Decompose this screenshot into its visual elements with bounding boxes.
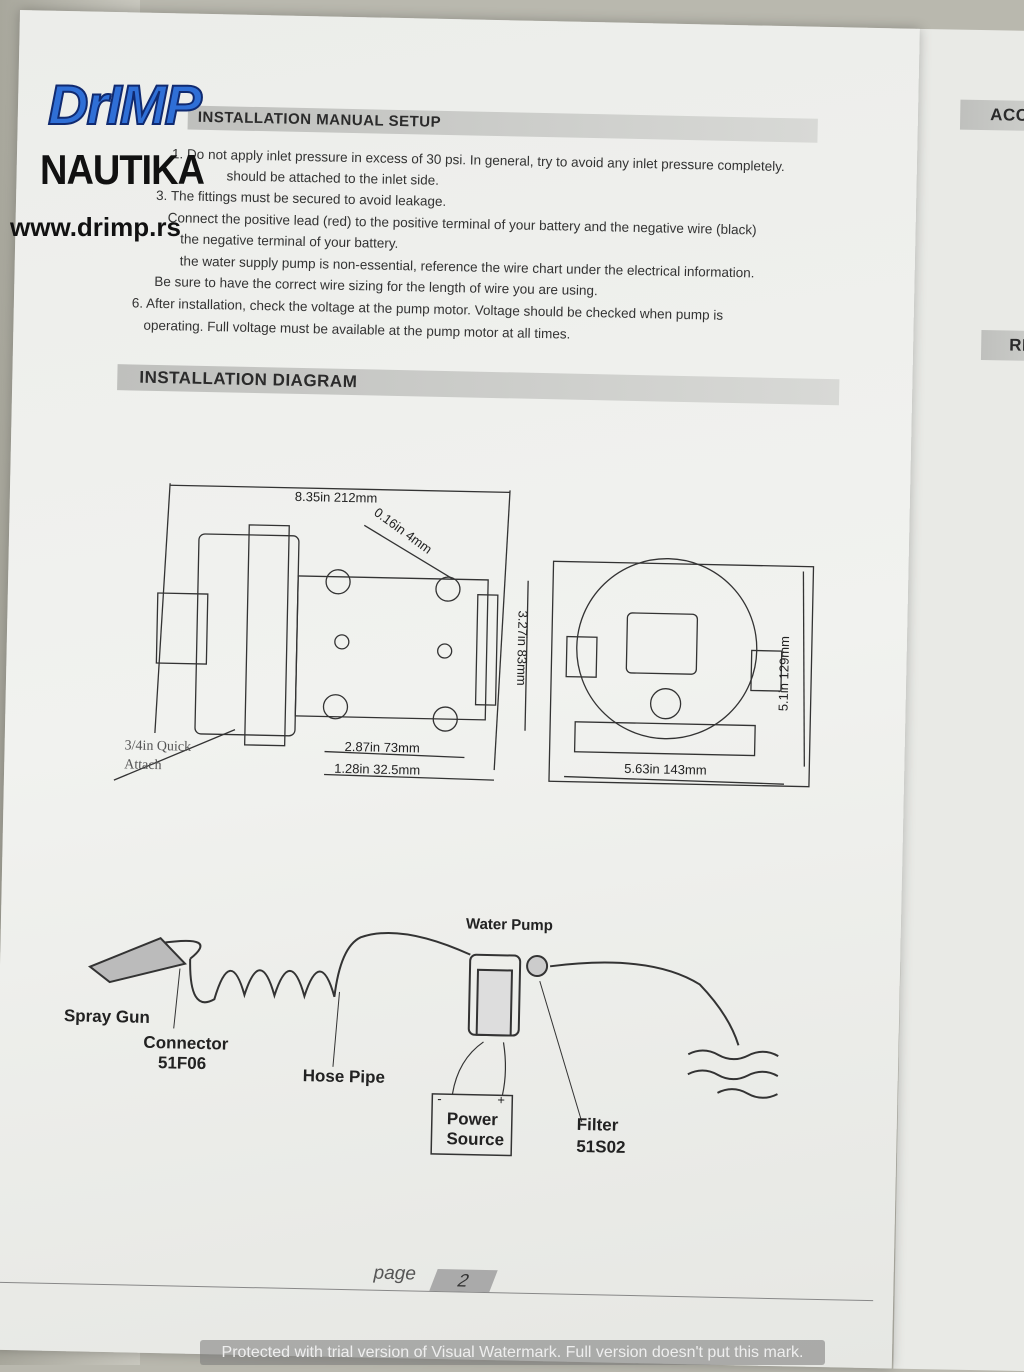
right-header-1: ACC: [959, 99, 1024, 132]
setup-drawing: [88, 932, 779, 1157]
logo-url: www.drimp.rs: [10, 212, 181, 242]
manual-page: INSTALLATION MANUAL SETUP 1. Do not appl…: [0, 10, 920, 1369]
dim-front-width: 5.63in 143mm: [624, 760, 707, 778]
filter-label: Filter: [576, 1114, 619, 1135]
dim-height: 3.27in 83mm: [514, 610, 531, 686]
filter-code: 51S02: [576, 1136, 626, 1157]
hose-pipe-label: Hose Pipe: [302, 1066, 386, 1087]
dim-front-height: 5.1in 129mm: [775, 635, 793, 712]
side-view-drawing: [113, 483, 529, 781]
watermark-banner: Protected with trial version of Visual W…: [200, 1340, 825, 1365]
pump-drawings: [88, 483, 815, 1157]
connector-label: Connector: [143, 1032, 229, 1054]
minus-terminal: -: [437, 1090, 442, 1107]
logo-sub: NAUTIKA: [40, 147, 205, 195]
quick-attach-label-2: Attach: [124, 757, 162, 774]
plus-terminal: +: [497, 1092, 506, 1108]
dim-mount: 2.87in 73mm: [344, 738, 420, 756]
front-view-drawing: [548, 558, 815, 788]
quick-attach-label-1: 3/4in Quick: [124, 738, 192, 755]
right-header-2: RI: [980, 330, 1024, 362]
power-source-label-2: Source: [446, 1129, 505, 1150]
dim-offset: 1.28in 32.5mm: [334, 760, 421, 778]
logo-brand: DrIMP: [47, 72, 203, 137]
page-number: 2: [429, 1269, 498, 1293]
spray-gun-label: Spray Gun: [63, 1006, 151, 1027]
page-label: page: [373, 1262, 417, 1285]
power-source-label-1: Power: [446, 1109, 499, 1130]
connector-code: 51F06: [157, 1053, 207, 1074]
water-pump-label: Water Pump: [465, 915, 554, 935]
dim-length: 8.35in 212mm: [294, 488, 378, 506]
